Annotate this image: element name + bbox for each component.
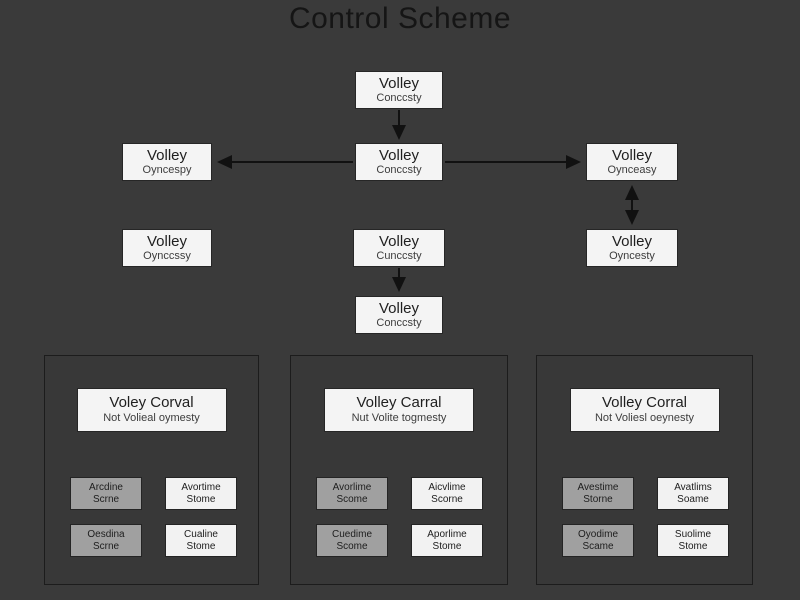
mini-box-line1: Oyodime bbox=[577, 529, 618, 540]
group-2-header: Volley Carral Nut Volite togmesty bbox=[324, 388, 474, 432]
mini-box-line2: Stome bbox=[186, 540, 216, 552]
node-title: Volley bbox=[378, 233, 420, 251]
group-2-item-2: Aicvlime Scorne bbox=[411, 477, 483, 510]
flow-node-mid-left: Volley Oyncespy bbox=[122, 143, 212, 181]
node-title: Volley bbox=[611, 233, 653, 251]
mini-box-line2: Scome bbox=[336, 493, 368, 505]
group-1-item-1: Arcdine Scrne bbox=[70, 477, 142, 510]
group-1-items: Arcdine Scrne Avortime Stome Oesdina Scr… bbox=[70, 477, 237, 557]
group-2-items: Avorlime Scome Aicvlime Scorne Cuedime S… bbox=[316, 477, 483, 557]
mini-box-line2: Storne bbox=[583, 493, 613, 505]
group-1-item-2: Avortime Stome bbox=[165, 477, 237, 510]
node-subtitle: Oynceasy bbox=[607, 164, 657, 177]
diagram-title: Control Scheme bbox=[288, 2, 512, 35]
group-3-item-3: Oyodime Scame bbox=[562, 524, 634, 557]
group-header-title: Voley Corval bbox=[109, 394, 194, 412]
node-title: Volley bbox=[378, 75, 420, 93]
mini-box-line1: Cualine bbox=[184, 529, 218, 540]
flow-node-mid-center: Volley Conccsty bbox=[355, 143, 443, 181]
flow-node-mid-right: Volley Oynceasy bbox=[586, 143, 678, 181]
node-title: Volley bbox=[378, 300, 420, 318]
group-panel-2: Volley Carral Nut Volite togmesty Avorli… bbox=[290, 355, 508, 585]
node-subtitle: Oynccssy bbox=[143, 250, 191, 263]
group-panel-3: Volley Corral Not Voliesl oeynesty Avest… bbox=[536, 355, 753, 585]
node-subtitle: Conccsty bbox=[376, 92, 422, 105]
flow-node-low-center: Volley Cunccsty bbox=[353, 229, 445, 267]
mini-box-line2: Scorne bbox=[431, 493, 463, 505]
group-header-subtitle: Nut Volite togmesty bbox=[351, 412, 447, 425]
mini-box-line2: Soame bbox=[677, 493, 709, 505]
mini-box-line2: Stome bbox=[432, 540, 462, 552]
mini-box-line1: Aicvlime bbox=[428, 482, 466, 493]
flow-node-top: Volley Conccsty bbox=[355, 71, 443, 109]
node-subtitle: Conccsty bbox=[376, 317, 422, 330]
group-3-item-4: Suolime Stome bbox=[657, 524, 729, 557]
group-1-item-3: Oesdina Scrne bbox=[70, 524, 142, 557]
group-header-subtitle: Not Voliesl oeynesty bbox=[594, 412, 695, 425]
group-2-item-1: Avorlime Scome bbox=[316, 477, 388, 510]
node-title: Volley bbox=[611, 147, 653, 165]
group-3-item-1: Avestime Storne bbox=[562, 477, 634, 510]
mini-box-line2: Scrne bbox=[92, 540, 120, 552]
mini-box-line1: Cuedime bbox=[331, 529, 373, 540]
mini-box-line2: Scame bbox=[582, 540, 614, 552]
group-header-title: Volley Carral bbox=[356, 394, 442, 412]
node-title: Volley bbox=[146, 233, 188, 251]
node-title: Volley bbox=[378, 147, 420, 165]
group-1-item-4: Cualine Stome bbox=[165, 524, 237, 557]
group-2-item-3: Cuedime Scome bbox=[316, 524, 388, 557]
mini-box-line1: Avestime bbox=[577, 482, 619, 493]
mini-box-line1: Avatlims bbox=[674, 482, 712, 493]
mini-box-line1: Avortime bbox=[181, 482, 221, 493]
group-2-item-4: Aporlime Stome bbox=[411, 524, 483, 557]
group-3-items: Avestime Storne Avatlims Soame Oyodime S… bbox=[562, 477, 729, 557]
mini-box-line2: Scome bbox=[336, 540, 368, 552]
group-panel-1: Voley Corval Not Volieal oymesty Arcdine… bbox=[44, 355, 259, 585]
mini-box-line2: Stome bbox=[186, 493, 216, 505]
mini-box-line2: Scrne bbox=[92, 493, 120, 505]
mini-box-line2: Stome bbox=[678, 540, 708, 552]
group-1-header: Voley Corval Not Volieal oymesty bbox=[76, 388, 227, 432]
mini-box-line1: Avorlime bbox=[332, 482, 372, 493]
flow-node-low-right: Volley Oyncesty bbox=[586, 229, 678, 267]
flow-node-low-left: Volley Oynccssy bbox=[122, 229, 212, 267]
node-subtitle: Conccsty bbox=[376, 164, 422, 177]
node-title: Volley bbox=[146, 147, 188, 165]
group-header-subtitle: Not Volieal oymesty bbox=[103, 412, 200, 425]
group-header-title: Volley Corral bbox=[601, 394, 688, 412]
mini-box-line1: Aporlime bbox=[427, 529, 467, 540]
node-subtitle: Oyncespy bbox=[142, 164, 192, 177]
group-3-item-2: Avatlims Soame bbox=[657, 477, 729, 510]
mini-box-line1: Suolime bbox=[674, 529, 712, 540]
node-subtitle: Cunccsty bbox=[376, 250, 422, 263]
group-3-header: Volley Corral Not Voliesl oeynesty bbox=[569, 388, 720, 432]
flow-node-bottom-center: Volley Conccsty bbox=[355, 296, 443, 334]
mini-box-line1: Arcdine bbox=[89, 482, 123, 493]
mini-box-line1: Oesdina bbox=[87, 529, 125, 540]
node-subtitle: Oyncesty bbox=[609, 250, 655, 263]
